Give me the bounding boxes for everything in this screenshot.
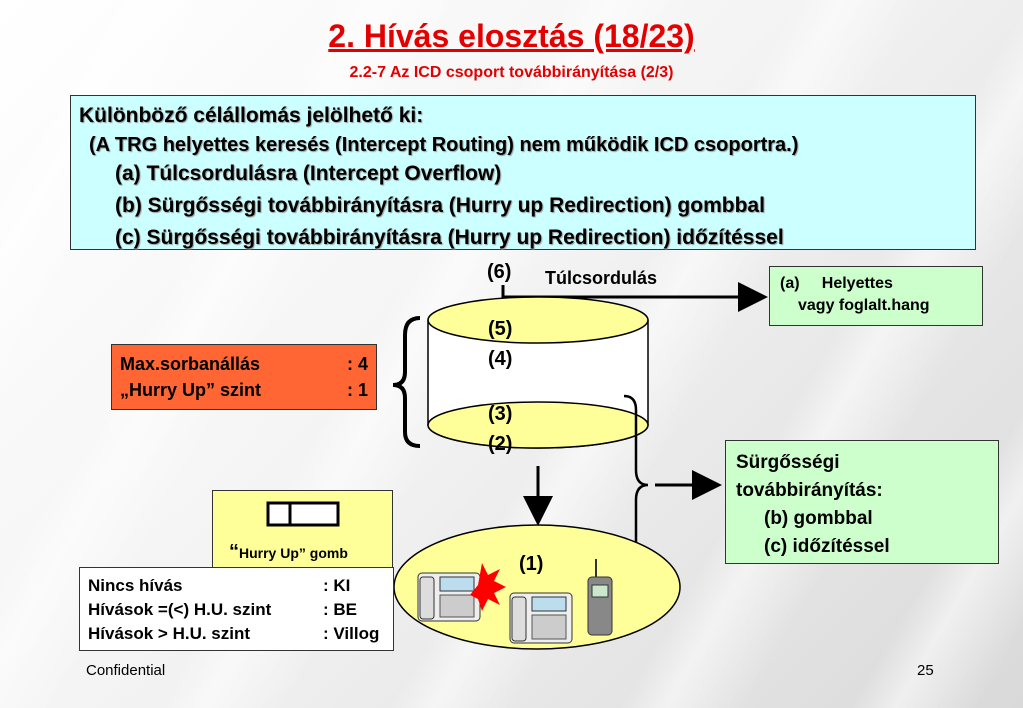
page-title: 2. Hívás elosztás (18/23) [328, 18, 695, 54]
label-1: (1) [519, 553, 544, 575]
hurry-up-open-quote: “ [229, 541, 239, 563]
overflow-arrow [501, 282, 768, 312]
description-line-4: (c) Sürgősségi továbbirányításra (Hurry … [115, 226, 784, 249]
hurry-up-redirect-box: Sürgősségi továbbirányítás: (b) gombbal … [725, 440, 999, 564]
max-queue-label: Max.sorbanállás [120, 354, 261, 374]
status-row-1-value: : KI [323, 576, 351, 595]
lamp-status-box: Nincs hívás : KI Hívások =(<) H.U. szint:… [79, 567, 394, 651]
hurry-up-line-1: Sürgősségi [736, 452, 840, 473]
description-box: Különböző célállomás jelölhető ki: (A TR… [70, 95, 976, 250]
page-number: 25 [917, 662, 934, 679]
overflow-destination-line-1: (a) Helyettes [780, 275, 893, 292]
hurry-up-line-4: (c) időzítéssel [764, 536, 890, 557]
description-line-2: (a) Túlcsordulásra (Intercept Overflow) [115, 162, 502, 185]
label-2: (2) [488, 433, 513, 455]
label-4: (4) [488, 348, 513, 370]
status-row-2-label: Hívások =(<) H.U. szint [88, 600, 272, 619]
desk-phone-icon-1 [417, 572, 481, 622]
left-brace [392, 316, 421, 448]
label-5: (5) [488, 318, 513, 340]
status-row-3-value: : Villog [323, 624, 380, 643]
description-line-3: (b) Sürgősségi továbbirányításra (Hurry … [115, 194, 765, 217]
desk-phone-icon-2 [509, 592, 573, 644]
description-line-0: Különböző célállomás jelölhető ki: [79, 104, 424, 127]
phone-group-icon [417, 559, 613, 644]
hurry-up-line-2: továbbirányítás: [736, 480, 883, 501]
hurry-up-level-label: „Hurry Up” szint [120, 380, 262, 400]
hurry-up-button-box: “Hurry Up” gomb [212, 490, 393, 568]
label-3: (3) [488, 403, 513, 425]
overflow-destination-box: (a) Helyettes vagy foglalt.hang [769, 266, 983, 326]
overflow-label: Túlcsordulás [545, 268, 658, 288]
page-subtitle: 2.2-7 Az ICD csoport továbbirányítása (2… [349, 64, 674, 81]
footer-confidential: Confidential [86, 662, 166, 679]
queue-cylinder [427, 296, 649, 449]
hurry-up-button-label: “Hurry Up” gomb [229, 541, 348, 564]
status-row-1-label: Nincs hívás [88, 576, 183, 595]
hurry-up-line-3: (b) gombbal [764, 508, 873, 529]
hurry-up-level-value: : 1 [346, 380, 368, 400]
description-line-1: (A TRG helyettes keresés (Intercept Rout… [89, 134, 799, 156]
overflow-destination-line-2: vagy foglalt.hang [798, 297, 930, 314]
status-row-2-value: : BE [323, 600, 357, 619]
max-queue-value: : 4 [346, 354, 368, 374]
mobile-phone-icon [587, 559, 613, 636]
hurry-up-label-text: Hurry Up” gomb [239, 545, 348, 561]
queue-settings-box: Max.sorbanállás : 4 „Hurry Up” szint : 1 [111, 344, 377, 410]
ringing-burst-icon [470, 563, 506, 611]
hurry-up-key-icon [266, 501, 340, 527]
status-row-3-label: Hívások > H.U. szint [88, 624, 251, 643]
label-6: (6) [487, 261, 512, 283]
